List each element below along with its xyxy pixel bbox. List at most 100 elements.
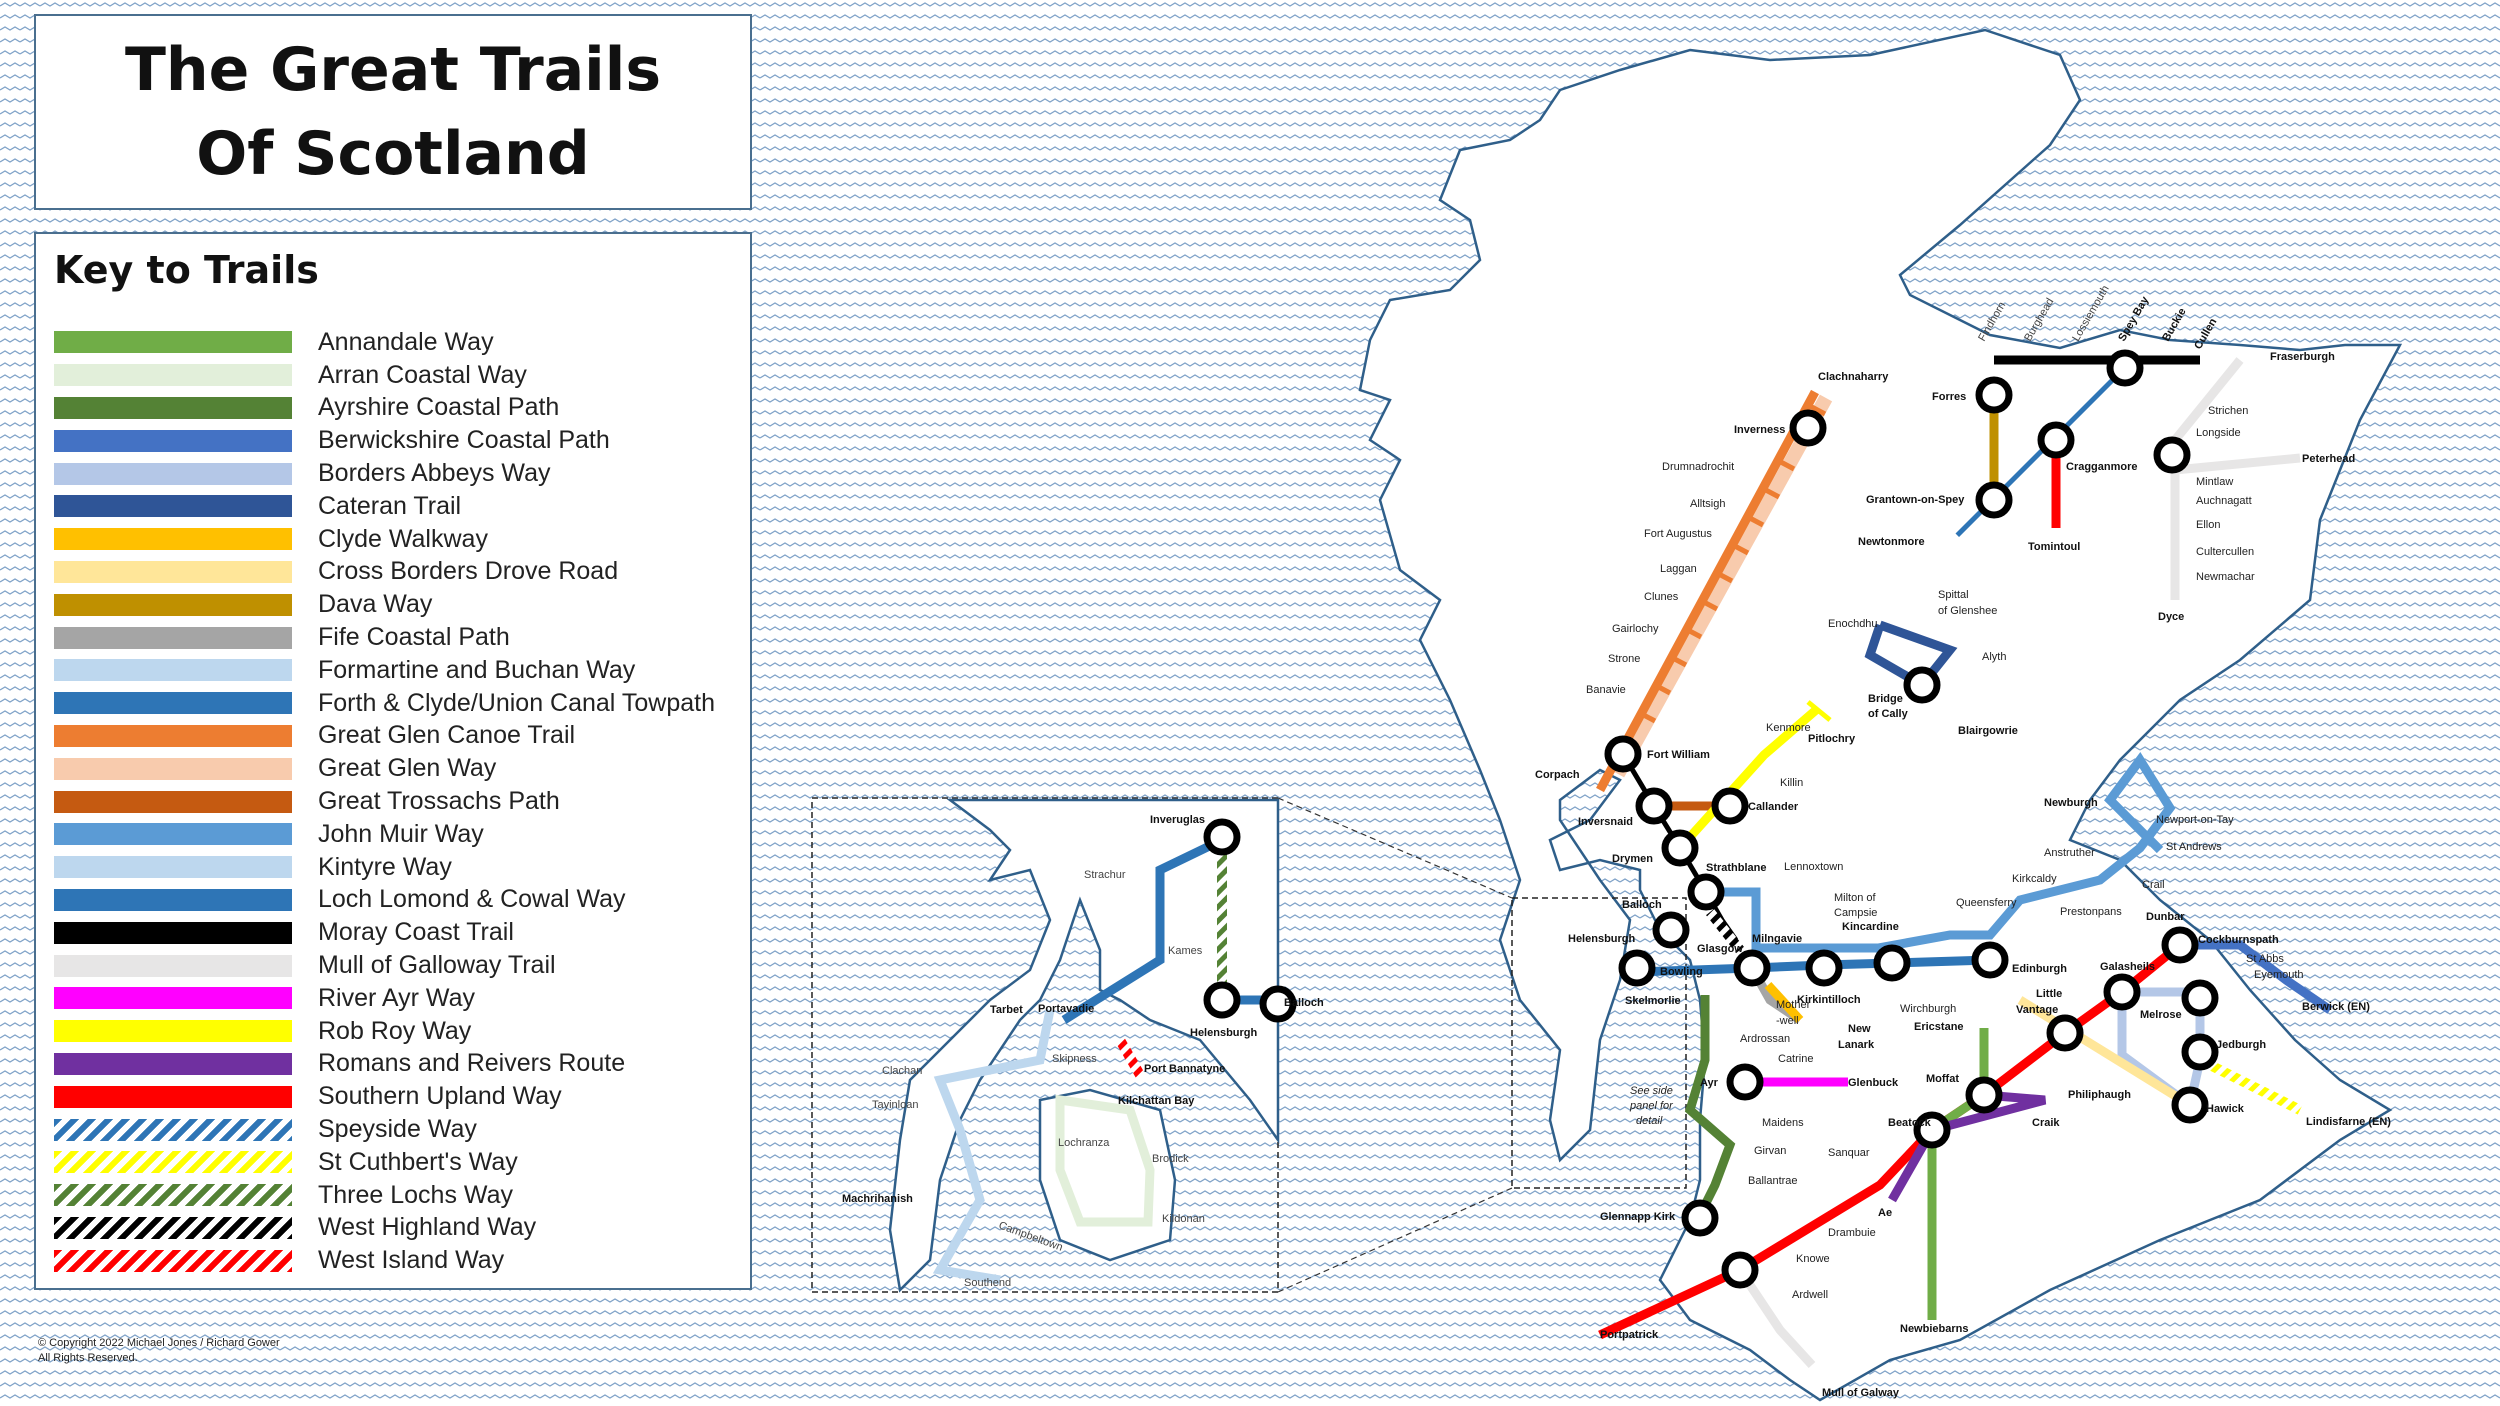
- place-drumnadrochit: Drumnadrochit: [1662, 461, 1734, 473]
- key-label: Dava Way: [318, 590, 433, 619]
- copyright: © Copyright 2022 Michael Jones / Richard…: [38, 1336, 280, 1366]
- place-girvan: Girvan: [1754, 1145, 1786, 1157]
- key-item: Dava Way: [54, 588, 734, 621]
- key-label: John Muir Way: [318, 819, 484, 848]
- inset-place-lochranza: Lochranza: [1058, 1137, 1110, 1149]
- clyde-walkway: [1764, 981, 1804, 1024]
- key-item: Cateran Trail: [54, 490, 734, 523]
- place-burghead: Burghead: [2022, 296, 2056, 343]
- key-item: Rob Roy Way: [54, 1015, 734, 1048]
- annandale-way: [1927, 1028, 1989, 1320]
- key-swatch: [54, 1184, 292, 1207]
- place-fraserburgh: Fraserburgh: [2270, 351, 2335, 363]
- place-moffat: Moffat: [1926, 1073, 1959, 1085]
- key-swatch: [54, 856, 292, 879]
- ayrshire-coastal-path: [1684, 995, 1736, 1218]
- key-swatch: [54, 462, 292, 485]
- inset-loch-lomond-cowal-way: [1061, 835, 1224, 1024]
- place-milton-2: Campsie: [1834, 907, 1877, 919]
- place-gairlochy: Gairlochy: [1612, 623, 1659, 635]
- key-item: Great Trossachs Path: [54, 785, 734, 818]
- place-laggan: Laggan: [1660, 563, 1697, 575]
- see-side-panel-1: See side: [1630, 1085, 1673, 1097]
- key-label: Great Glen Canoe Trail: [318, 721, 576, 750]
- place-glasgow: Glasgow: [1697, 943, 1743, 955]
- place-ae: Ae: [1878, 1207, 1892, 1219]
- place-little-1: Little: [2036, 988, 2062, 1000]
- key-label: West Island Way: [318, 1246, 505, 1275]
- place-crail: Crail: [2142, 879, 2165, 891]
- inset-place-kildonan: Kildonan: [1162, 1213, 1205, 1225]
- place-craik: Craik: [2032, 1117, 2060, 1129]
- place-portpatrick: Portpatrick: [1600, 1329, 1659, 1341]
- place-ayr: Ayr: [1700, 1077, 1719, 1089]
- west-highland-way-stripe: [1706, 908, 1744, 954]
- place-kirkintilloch: Kirkintilloch: [1797, 994, 1861, 1006]
- key-item: Moray Coast Trail: [54, 916, 734, 949]
- key-swatch: [54, 495, 292, 518]
- place-lindisfarne: Lindisfarne (EN): [2306, 1116, 2391, 1128]
- place-kirkcaldy: Kirkcaldy: [2012, 873, 2057, 885]
- key-swatch: [54, 888, 292, 911]
- see-side-panel-2: panel for: [1629, 1100, 1674, 1112]
- place-killin: Killin: [1780, 777, 1803, 789]
- place-philiphaugh: Philiphaugh: [2068, 1089, 2131, 1101]
- title-panel: The Great Trails Of Scotland: [34, 14, 752, 210]
- place-ericstane: Ericstane: [1914, 1021, 1964, 1033]
- key-item: Speyside Way: [54, 1113, 734, 1146]
- key-swatch: [54, 823, 292, 846]
- place-alltsigh: Alltsigh: [1690, 498, 1725, 510]
- place-kincardine: Kincardine: [1842, 921, 1899, 933]
- copyright-line-1: © Copyright 2022 Michael Jones / Richard…: [38, 1337, 280, 1349]
- key-label: Speyside Way: [318, 1115, 477, 1144]
- key-label: Cross Borders Drove Road: [318, 557, 619, 586]
- key-label: Three Lochs Way: [318, 1180, 513, 1209]
- place-tomintoul: Tomintoul: [2028, 541, 2080, 553]
- formartine-and-buchan-way: [2170, 357, 2301, 600]
- key-swatch: [54, 1249, 292, 1272]
- inset-place-strachur: Strachur: [1084, 869, 1126, 881]
- key-swatch: [54, 692, 292, 715]
- place-longside: Longside: [2196, 427, 2241, 439]
- key-label: Ayrshire Coastal Path: [318, 393, 560, 422]
- inset-place-kames: Kames: [1168, 945, 1203, 957]
- key-swatch: [54, 1118, 292, 1141]
- key-item: St Cuthbert's Way: [54, 1146, 734, 1179]
- place-bridge-1: Bridge: [1868, 693, 1903, 705]
- place-strone: Strone: [1608, 653, 1640, 665]
- key-swatch: [54, 954, 292, 977]
- place-peterhead: Peterhead: [2302, 453, 2355, 465]
- place-jedburgh: Jedburgh: [2216, 1039, 2266, 1051]
- inset-place-tarbet: Tarbet: [990, 1004, 1023, 1016]
- key-item: Mull of Galloway Trail: [54, 949, 734, 982]
- key-label: Rob Roy Way: [318, 1016, 472, 1045]
- place-motherwell-1: Mother: [1776, 999, 1811, 1011]
- key-item: Annandale Way: [54, 326, 734, 359]
- key-label: Borders Abbeys Way: [318, 459, 551, 488]
- great-glen-way: [1611, 394, 1833, 778]
- inset-source-frame: [1511, 897, 1687, 1189]
- key-item: Ayrshire Coastal Path: [54, 392, 734, 425]
- place-st-abbs: St Abbs: [2246, 953, 2284, 965]
- key-label: Berwickshire Coastal Path: [318, 426, 610, 455]
- place-alyth: Alyth: [1982, 651, 2006, 663]
- place-ardrossan: Ardrossan: [1740, 1033, 1790, 1045]
- place-hawick: Hawick: [2206, 1103, 2245, 1115]
- place-spittal-2: of Glenshee: [1938, 605, 1997, 617]
- key-label: Formartine and Buchan Way: [318, 655, 636, 684]
- place-cragganmore: Cragganmore: [2066, 461, 2138, 473]
- copyright-line-2: All Rights Reserved.: [38, 1352, 138, 1364]
- place-drambuie: Drambuie: [1828, 1227, 1876, 1239]
- place-bowling: Bowling: [1660, 966, 1703, 978]
- key-item: Kintyre Way: [54, 851, 734, 884]
- place-maidens: Maidens: [1762, 1117, 1804, 1129]
- place-grantown: Grantown-on-Spey: [1866, 494, 1965, 506]
- place-blairgowrie: Blairgowrie: [1958, 725, 2018, 737]
- key-swatch: [54, 1020, 292, 1043]
- key-label: Southern Upland Way: [318, 1082, 562, 1111]
- inset-place-southend: Southend: [964, 1277, 1011, 1289]
- place-bridge-2: of Cally: [1868, 708, 1909, 720]
- key-swatch: [54, 921, 292, 944]
